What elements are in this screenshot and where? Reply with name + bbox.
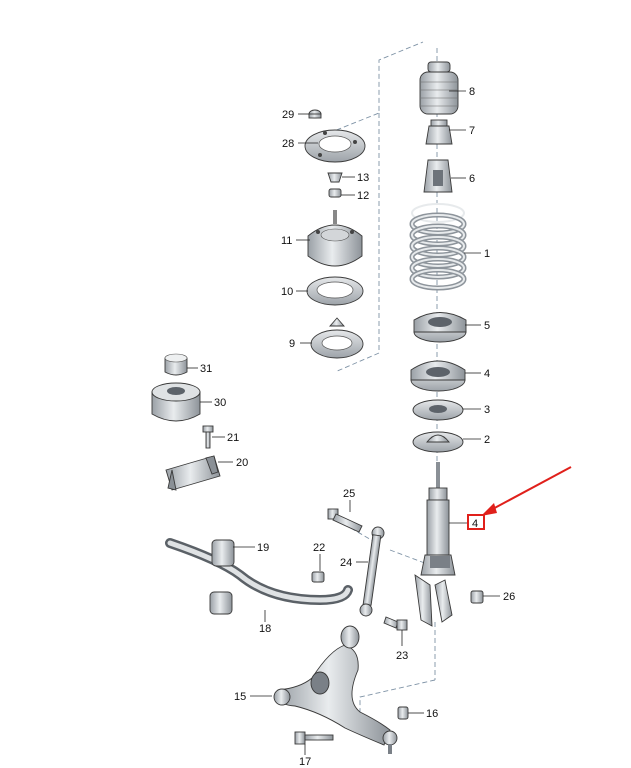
part-1-coil-spring <box>409 203 467 291</box>
label-23: 23 <box>396 650 408 662</box>
part-29-nut <box>308 109 322 119</box>
part-23-bolt <box>383 616 408 631</box>
part-3-washer <box>412 399 464 421</box>
label-25: 25 <box>343 488 355 500</box>
label-12: 12 <box>357 190 369 202</box>
part-4-spring-seat-lower <box>410 360 466 392</box>
part-19-bushing <box>209 539 235 615</box>
part-15-wishbone <box>273 625 398 754</box>
label-21: 21 <box>227 432 239 444</box>
label-30: 30 <box>214 397 226 409</box>
part-31-cap <box>164 353 188 376</box>
label-15: 15 <box>234 691 246 703</box>
part-9-seat <box>310 317 364 359</box>
label-28: 28 <box>282 138 294 150</box>
label-9: 9 <box>289 338 295 350</box>
part-8-protective-boot <box>419 61 459 115</box>
label-19: 19 <box>257 542 269 554</box>
part-25-bolt <box>327 508 363 533</box>
part-13-cap <box>327 172 343 183</box>
part-21-bolt <box>202 425 214 449</box>
part-30-rubber-mount <box>151 382 201 422</box>
label-17: 17 <box>299 756 311 768</box>
label-4: 4 <box>484 368 490 380</box>
label-26: 26 <box>503 591 515 603</box>
part-16-nut <box>397 706 409 720</box>
label-8: 8 <box>469 86 475 98</box>
part-28-top-plate <box>304 129 366 163</box>
label-31: 31 <box>200 363 212 375</box>
part-11-strut-mount <box>307 210 363 267</box>
label-10: 10 <box>281 286 293 298</box>
label-7: 7 <box>469 125 475 137</box>
label-20: 20 <box>236 457 248 469</box>
part-12-nut <box>328 188 342 198</box>
label-29: 29 <box>282 109 294 121</box>
label-11: 11 <box>281 235 292 247</box>
part-7-buffer <box>425 119 453 145</box>
label-13: 13 <box>357 172 369 184</box>
part-6-cap <box>423 159 453 193</box>
label-3: 3 <box>484 404 490 416</box>
leader-lines <box>187 90 500 755</box>
label-1: 1 <box>484 248 490 260</box>
label-6: 6 <box>469 173 475 185</box>
label-24: 24 <box>340 557 352 569</box>
label-22: 22 <box>313 542 325 554</box>
part-2-spring-plate <box>412 431 464 453</box>
label-4-highlighted: 4 <box>472 518 478 530</box>
label-18: 18 <box>259 623 271 635</box>
highlight-arrow <box>481 466 572 516</box>
part-22-nut <box>311 571 325 583</box>
part-24-coupling-rod <box>359 526 385 617</box>
highlight-box <box>467 514 485 530</box>
part-labels: 8 7 6 1 5 4 3 2 4 26 29 28 13 12 11 10 9… <box>200 86 515 768</box>
part-10-bearing <box>306 276 364 306</box>
part-5-spring-seat-upper <box>413 312 467 343</box>
part-20-bracket <box>165 455 221 491</box>
label-16: 16 <box>426 708 438 720</box>
part-26-nut <box>470 590 484 604</box>
label-2: 2 <box>484 434 490 446</box>
label-5: 5 <box>484 320 490 332</box>
part-4-shock-absorber <box>414 462 456 627</box>
part-17-bolt <box>294 731 334 745</box>
